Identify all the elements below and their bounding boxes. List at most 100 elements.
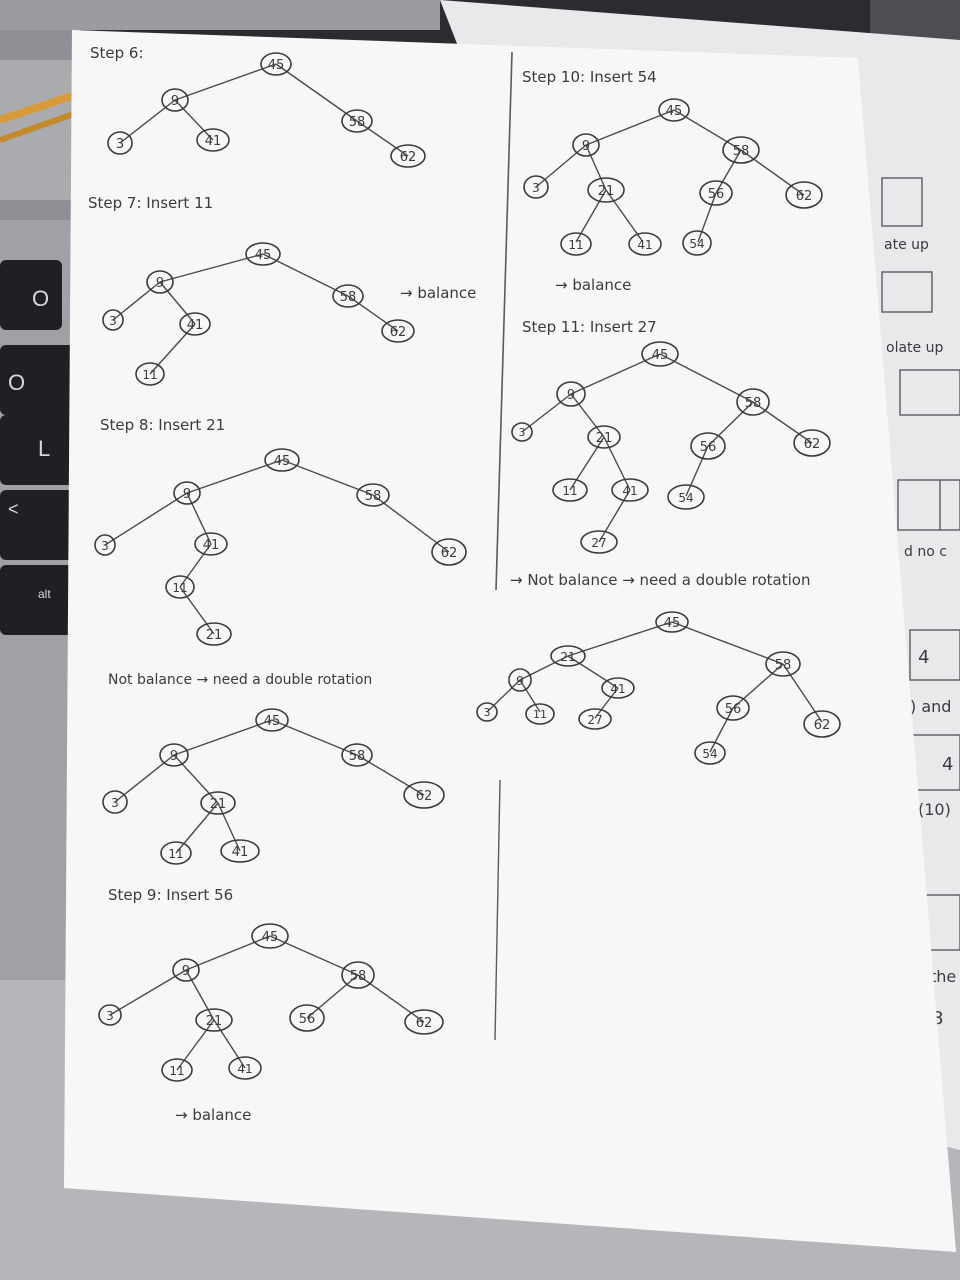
tree-node: 9 — [556, 381, 586, 407]
tree-node: 3 — [98, 1004, 122, 1026]
node-value: 41 — [610, 682, 625, 696]
tree-edge — [159, 253, 264, 283]
tree-edge — [603, 436, 631, 491]
step-8-group: Step 8: Insert 21 45 9 58 3 41 62 11 21 … — [94, 416, 467, 865]
node-value: 62 — [804, 437, 821, 452]
tree-node: 62 — [381, 319, 415, 343]
node-value: 45 — [255, 248, 272, 263]
back-page-text: 4 — [918, 647, 929, 668]
tree-edge — [149, 323, 196, 375]
tree-node: 21 — [200, 791, 236, 815]
tree-edge — [217, 802, 241, 852]
tree-edge — [685, 445, 709, 497]
tree-node: 3 — [511, 422, 533, 442]
tree-node: 58 — [341, 109, 373, 133]
tree-edge — [486, 679, 521, 713]
tree-node: 58 — [341, 743, 373, 767]
tree-edge — [104, 492, 188, 546]
node-value: 9 — [170, 749, 178, 764]
step-note: Not balance → need a double rotation — [108, 672, 372, 688]
node-value: 3 — [106, 1009, 114, 1023]
step-heading: Step 9: Insert 56 — [108, 886, 233, 904]
tree-node: 9 — [161, 88, 189, 112]
tree-node: 62 — [785, 181, 823, 209]
node-value: 11 — [172, 581, 187, 595]
node-value: 41 — [187, 318, 204, 333]
tree-edge — [275, 63, 358, 122]
tree-node: 54 — [694, 741, 726, 765]
tree-node: 9 — [572, 133, 600, 157]
tree-node: 21 — [587, 177, 625, 203]
key-label: L — [38, 436, 50, 461]
tree-edge — [569, 436, 605, 491]
step-9-group: Step 9: Insert 56 45 9 58 3 21 56 62 11 … — [98, 886, 444, 1124]
tree-node: 56 — [289, 1004, 325, 1032]
node-value: 11 — [533, 708, 547, 721]
tree-edge — [697, 192, 717, 243]
tree-node: 21 — [196, 622, 232, 646]
tree-node: 11 — [135, 362, 165, 386]
tree-node: 3 — [102, 309, 124, 331]
tree-diagram: 45 9 58 3 21 56 62 11 41 54 — [523, 98, 823, 256]
node-value: 11 — [562, 484, 577, 498]
tree-edge — [186, 492, 212, 545]
tree-edge — [585, 109, 675, 146]
node-value: 62 — [416, 789, 433, 804]
back-page-text: d no c — [904, 544, 947, 560]
tree-edge — [671, 621, 784, 665]
back-page-text: the — [930, 967, 956, 986]
tree-edge — [173, 754, 219, 804]
keyboard-key — [0, 345, 75, 415]
node-value: 41 — [232, 845, 249, 860]
tree-node: 3 — [476, 702, 498, 722]
tree-node: 11 — [552, 478, 588, 502]
tree-edge — [179, 586, 215, 635]
tree-edge — [519, 679, 541, 713]
node-value: 45 — [274, 454, 291, 469]
tree-node: 41 — [601, 677, 635, 699]
node-value: 27 — [591, 536, 606, 550]
tree-node: 11 — [525, 703, 555, 725]
notebook-page — [64, 30, 956, 1252]
tree-node: 3 — [107, 131, 133, 155]
tree-node: 41 — [220, 839, 260, 863]
step-note: → Not balance → need a double rotation — [510, 571, 810, 589]
tree-node: 9 — [172, 958, 200, 982]
node-value: 11 — [168, 847, 183, 861]
tree-node: 21 — [195, 1008, 233, 1032]
node-value: 45 — [652, 348, 669, 363]
node-value: 9 — [582, 139, 590, 154]
tree-node: 62 — [793, 429, 831, 457]
column-divider-lower — [494, 779, 501, 1041]
tree-node: 62 — [403, 781, 445, 809]
step-heading: Step 11: Insert 27 — [522, 318, 657, 336]
node-value: 3 — [111, 796, 119, 810]
node-value: 21 — [598, 184, 615, 199]
tree-node: 58 — [332, 284, 364, 308]
tree-edge — [707, 401, 754, 447]
node-value: 58 — [340, 290, 357, 305]
tree-edge — [213, 1019, 246, 1069]
tree-edge — [740, 149, 805, 196]
tree-node: 9 — [173, 481, 201, 505]
node-value: 3 — [116, 137, 124, 152]
node-value: 54 — [689, 237, 704, 251]
node-value: 56 — [725, 702, 742, 717]
tree-node: 41 — [194, 532, 228, 556]
node-value: 21 — [210, 797, 227, 812]
key-label: < — [8, 499, 19, 519]
node-value: 41 — [622, 484, 637, 498]
tree-node: 45 — [641, 341, 679, 367]
tree-edge — [567, 621, 673, 657]
node-value: 9 — [183, 487, 191, 502]
node-value: 3 — [532, 181, 540, 195]
node-value: 58 — [733, 144, 750, 159]
tree-node: 9 — [159, 743, 189, 767]
tree-edge — [715, 149, 742, 194]
node-value: 3 — [484, 706, 491, 719]
tree-edge — [357, 974, 425, 1023]
tree-edge — [185, 969, 215, 1021]
node-value: 27 — [587, 713, 602, 727]
node-value: 58 — [775, 658, 792, 673]
node-value: 41 — [237, 1062, 252, 1076]
